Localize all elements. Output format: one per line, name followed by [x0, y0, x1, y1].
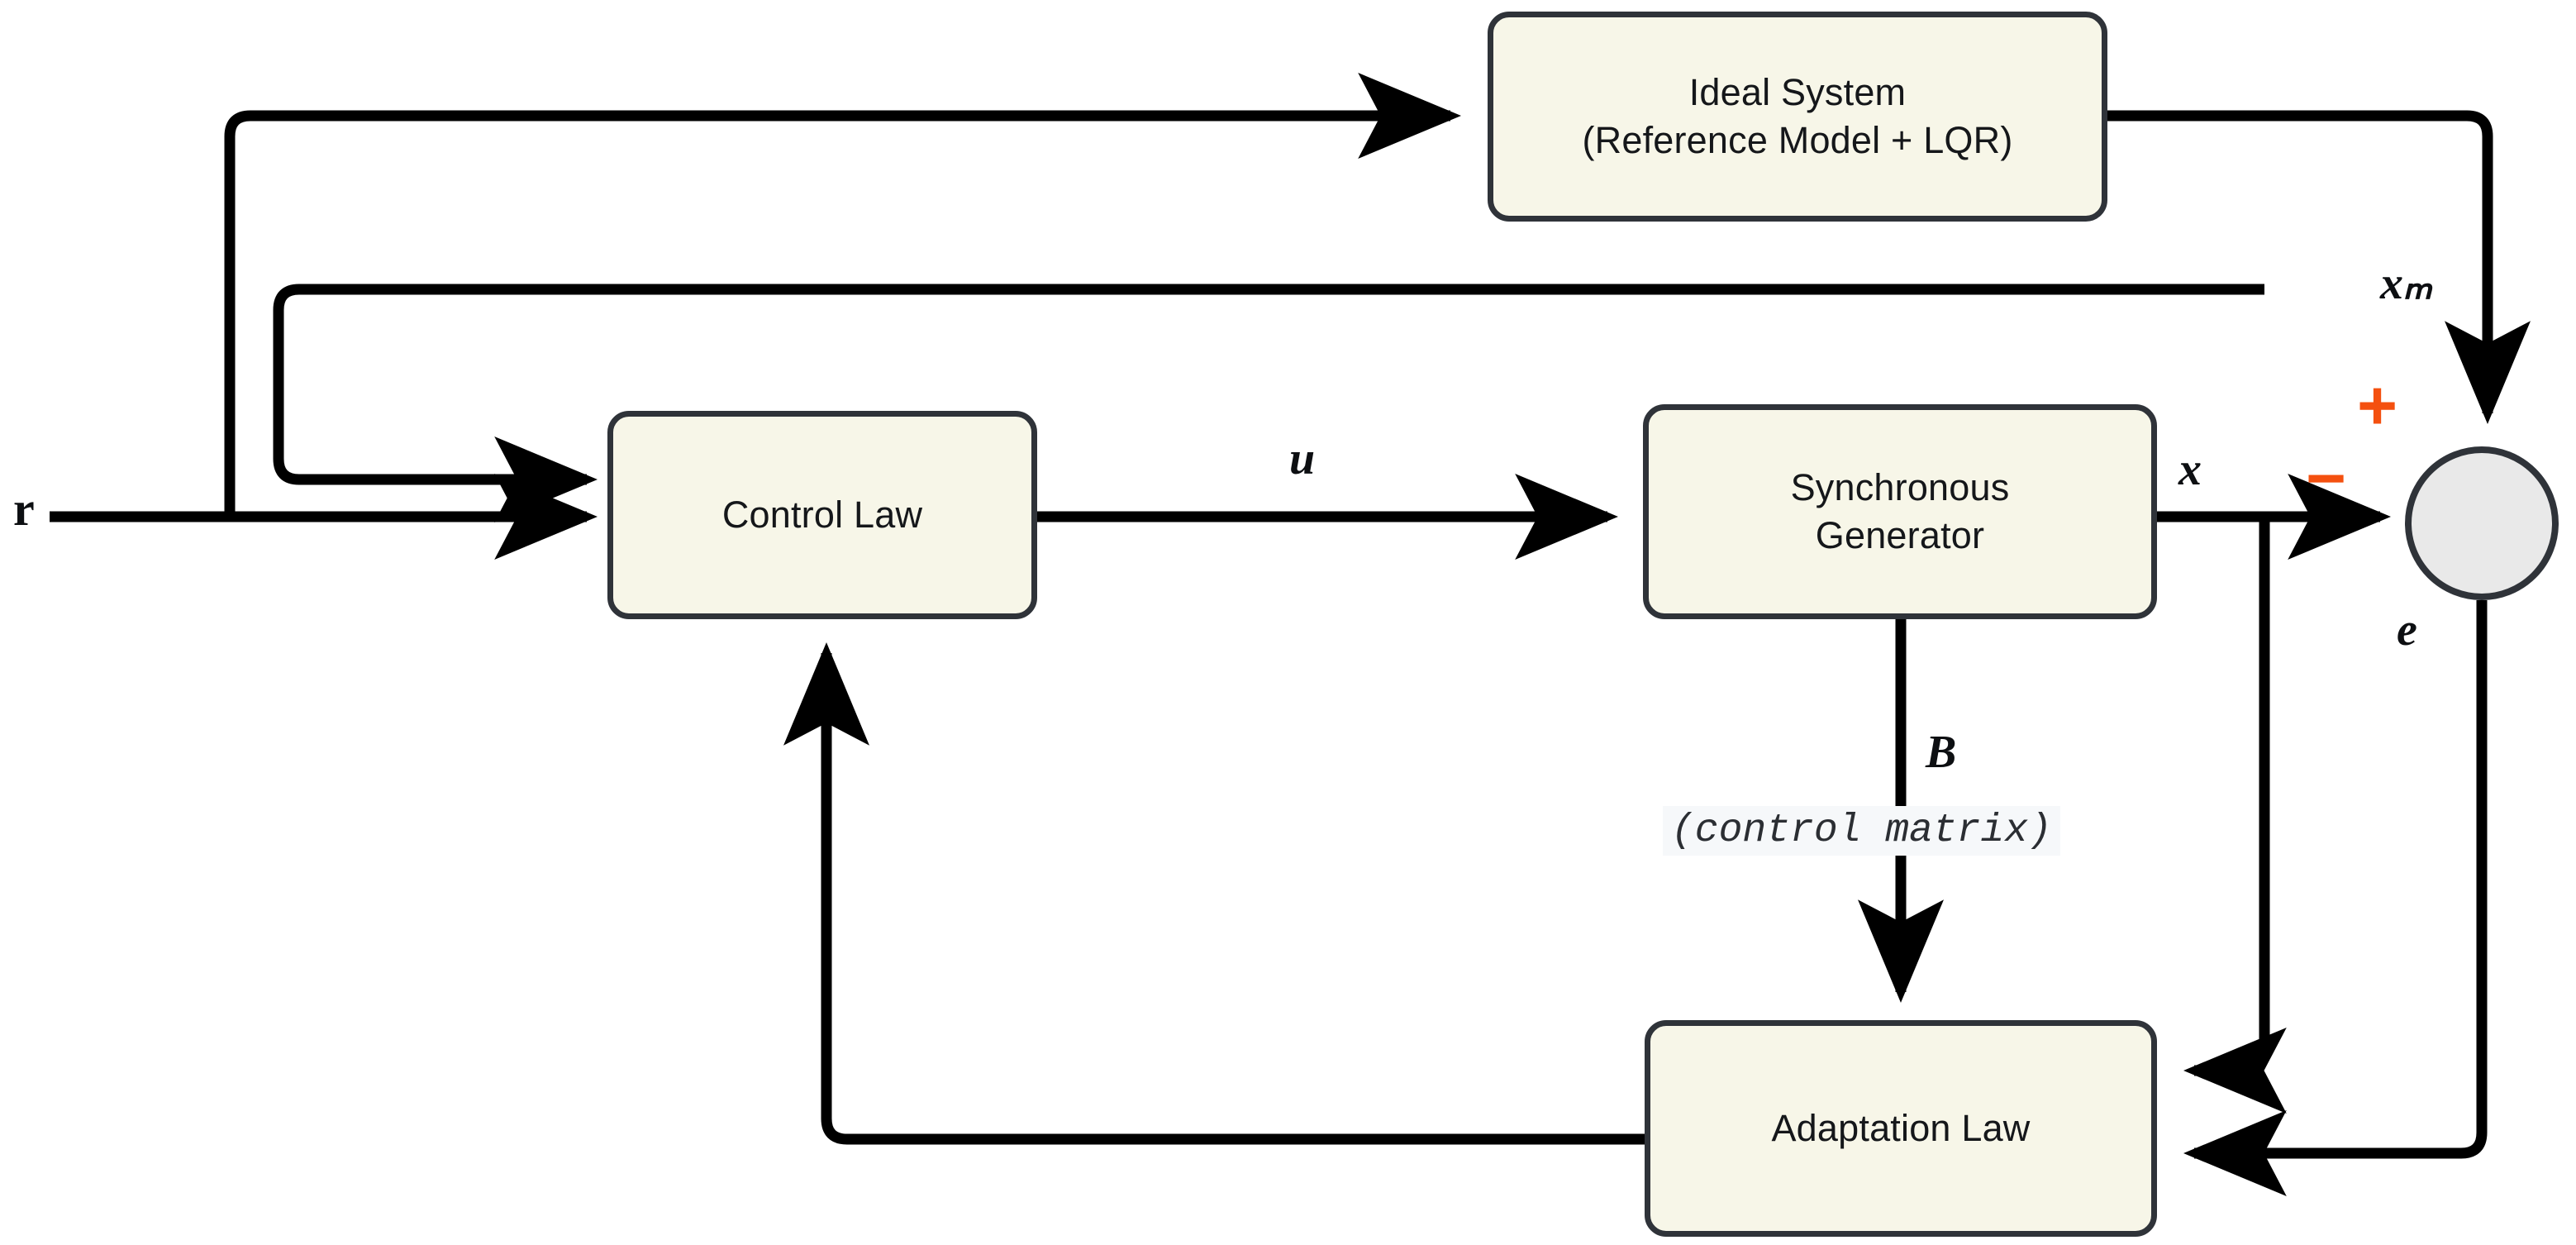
block-ideal-system[interactable]: Ideal System (Reference Model + LQR) — [1488, 12, 2107, 222]
signal-label-control-matrix-symbol: B — [1926, 727, 1957, 778]
edge-r-to-ideal-system — [224, 73, 1461, 517]
edge-e-to-adaptation-law — [2183, 600, 2488, 1196]
signal-label-model-state: xₘ — [2380, 258, 2432, 309]
block-synchronous-generator-label: Synchronous Generator — [1790, 465, 2010, 557]
block-adaptation-law[interactable]: Adaptation Law — [1645, 1020, 2157, 1237]
block-control-law[interactable]: Control Law — [607, 411, 1037, 619]
signal-label-state: x — [2178, 444, 2202, 495]
signal-label-control: u — [1289, 433, 1316, 484]
edge-x-feedback-to-control-law — [273, 284, 2264, 522]
edge-ideal-system-to-junction — [2107, 110, 2531, 424]
summing-junction-node[interactable] — [2405, 446, 2559, 600]
edge-adaptation-law-to-control-law — [783, 642, 1645, 1145]
edge-x-to-adaptation-law — [2183, 517, 2287, 1114]
signal-label-error: e — [2397, 604, 2417, 656]
signal-label-reference: r — [13, 482, 35, 536]
block-adaptation-law-label: Adaptation Law — [1771, 1106, 2031, 1149]
block-synchronous-generator[interactable]: Synchronous Generator — [1643, 404, 2157, 619]
annotation-control-matrix: (control matrix) — [1663, 806, 2060, 856]
block-control-law-label: Control Law — [721, 493, 923, 536]
block-ideal-system-label: Ideal System (Reference Model + LQR) — [1582, 70, 2013, 162]
minus-sign-icon: − — [2306, 439, 2347, 517]
plus-sign-icon: + — [2357, 366, 2398, 444]
